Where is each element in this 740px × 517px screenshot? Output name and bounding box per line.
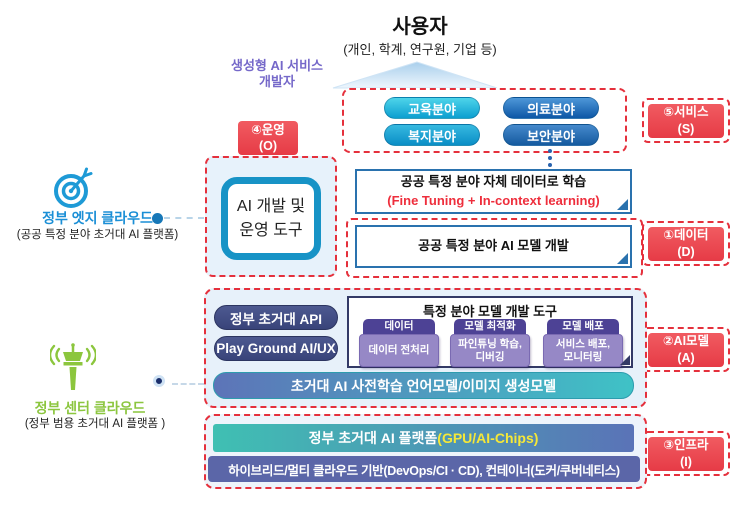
center-cloud-title: 정부 센터 클라우드 (34, 400, 146, 416)
infra-badge-tab: ③인프라 (I) (642, 431, 730, 476)
infra-badge: ③인프라 (I) (648, 436, 724, 471)
edge-connector-dot (152, 213, 163, 224)
learning-subtitle: (Fine Tuning + In-context learning) (387, 192, 600, 208)
dotted-connector (548, 149, 552, 167)
self-data-learning-callout: 공공 특정 분야 자체 데이터로 학습 (Fine Tuning + In-co… (355, 169, 632, 214)
tools-title: 특정 분야 모델 개발 도구 (422, 304, 558, 319)
learning-title: 공공 특정 분야 자체 데이터로 학습 (400, 174, 587, 190)
service-badge: ⑤서비스 (S) (648, 103, 724, 138)
ai-dev-tool-box: AI 개발 및 운영 도구 (221, 177, 321, 260)
tool-folder-deploy: 모델 배포 서비스 배포, 모니터링 (543, 319, 623, 367)
center-connector-dot (153, 375, 165, 387)
center-connector-line (172, 383, 204, 385)
playground-button: Play Ground AI/UX (214, 336, 338, 361)
hybrid-cloud-bar: 하이브리드/멀티 클라우드 기반(DevOps/CI · CD), 컨테이너(도… (208, 456, 640, 482)
center-cloud-subtitle: (정부 범용 초거대 AI 플랫폼 ) (24, 418, 166, 430)
up-chevron-icon (332, 61, 498, 89)
folder-header: 모델 최적화 (454, 319, 526, 334)
edge-cloud-subtitle: (공공 특정 분야 초거대 AI 플랫폼) (16, 229, 179, 241)
generative-ai-developer-label: 생성형 AI 서비스 개발자 (231, 58, 323, 89)
folder-body: 파인튜닝 학습, 디버깅 (450, 334, 530, 367)
service-pill-education: 교육분야 (384, 97, 480, 119)
data-badge: ①데이터 (D) (648, 226, 724, 261)
service-badge-tab: ⑤서비스 (S) (642, 98, 730, 143)
folder-header: 데이터 (363, 319, 435, 334)
tool-folder-optimization: 모델 최적화 파인튜닝 학습, 디버깅 (450, 319, 530, 367)
service-pill-security: 보안분야 (503, 124, 599, 146)
tool-folder-data: 데이터 데이터 전처리 (359, 319, 439, 367)
operation-badge: ④운영 (O) (238, 121, 298, 155)
platform-bar-highlight: (GPU/AI-Chips) (437, 430, 539, 446)
gov-api-button: 정부 초거대 API (214, 305, 338, 330)
edge-connector-line (164, 217, 204, 219)
data-badge-tab: ①데이터 (D) (642, 221, 730, 266)
folder-body: 서비스 배포, 모니터링 (543, 334, 623, 367)
model-dev-tools-box: 특정 분야 모델 개발 도구 데이터 데이터 전처리 모델 최적화 파인튜닝 학… (347, 296, 633, 368)
folder-body: 데이터 전처리 (359, 334, 439, 367)
target-dart-icon (54, 167, 93, 208)
gov-ai-platform-bar: 정부 초거대 AI 플랫폼(GPU/AI-Chips) (213, 424, 634, 452)
control-tower-icon (50, 343, 96, 390)
folder-header: 모델 배포 (547, 319, 619, 334)
ai-model-badge-tab: ②AI모델 (A) (642, 327, 730, 372)
service-pill-welfare: 복지분야 (384, 124, 480, 146)
model-dev-dashed-box (346, 218, 643, 278)
pretrain-model-bar: 초거대 AI 사전학습 언어모델/이미지 생성모델 (213, 372, 634, 399)
user-title: 사용자 (392, 16, 448, 38)
service-pill-medical: 의료분야 (503, 97, 599, 119)
platform-bar-text: 정부 초거대 AI 플랫폼 (308, 430, 438, 446)
user-subtitle: (개인, 학계, 연구원, 기업 등) (343, 42, 497, 57)
edge-cloud-title: 정부 엣지 클라우드 (42, 210, 153, 226)
ai-model-badge: ②AI모델 (A) (648, 332, 724, 367)
model-dev-callout: 공공 특정 분야 AI 모델 개발 (355, 225, 632, 268)
